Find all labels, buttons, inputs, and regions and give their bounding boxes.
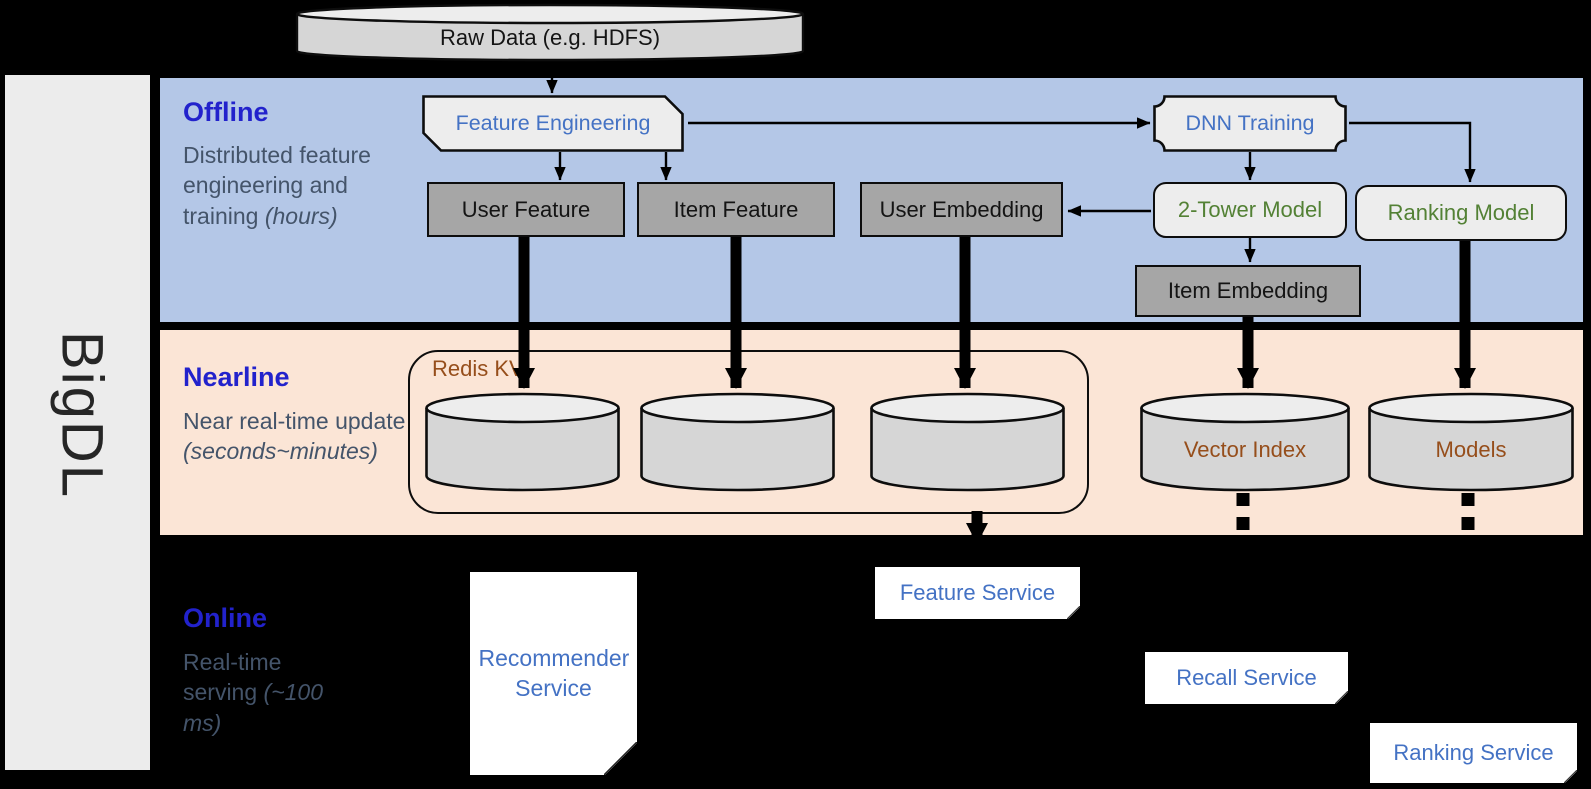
snip-corner-box-shape — [422, 95, 684, 152]
cylinder-icon — [1368, 392, 1574, 492]
online-desc-text: Real-time serving — [183, 649, 282, 706]
vector-index-store: Vector Index — [1140, 392, 1350, 492]
ranking-model-node: Ranking Model — [1355, 185, 1567, 241]
two-tower-model-label: 2-Tower Model — [1177, 197, 1323, 222]
nearline-desc-italic: (seconds~minutes) — [183, 438, 378, 465]
offline-desc-text: Distributed feature engineering and trai… — [183, 142, 371, 229]
vector-index-label: Vector Index — [1183, 437, 1307, 462]
raw-data-label: Raw Data (e.g. HDFS) — [439, 24, 661, 50]
item-embedding-label: Item Embedding — [1167, 278, 1329, 303]
nearline-title: Nearline — [183, 362, 290, 392]
redis-kv-container — [408, 350, 1089, 514]
redis-cylinder-2 — [640, 392, 835, 492]
folded-corner-icon — [604, 742, 637, 775]
user-feature-label: User Feature — [461, 196, 591, 222]
online-desc-italic: (~100 ms) — [183, 679, 324, 736]
nearline-desc-text: Near real-time update — [183, 408, 406, 434]
ranking-model-label: Ranking Model — [1387, 200, 1535, 225]
offline-title: Offline — [183, 97, 269, 127]
recommender-service-node: Recommender Service — [470, 572, 637, 775]
item-embedding-node: Item Embedding — [1135, 265, 1361, 317]
recall-service-label: Recall Service — [1176, 665, 1317, 690]
online-title: Online — [183, 603, 268, 633]
bigdl-sidebar: BigDL — [5, 75, 150, 770]
folded-corner-icon — [1335, 691, 1348, 704]
two-tower-model-node: 2-Tower Model — [1153, 182, 1347, 238]
feature-engineering-node: Feature Engineering — [422, 95, 684, 152]
user-feature-node: User Feature — [427, 182, 625, 237]
redis-kv-label: Redis KV — [432, 356, 524, 381]
folded-corner-icon — [1564, 770, 1577, 783]
redis-cylinder-1 — [425, 392, 620, 492]
plaque-box-shape — [1153, 95, 1347, 152]
dnn-training-label: DNN Training — [1185, 111, 1315, 135]
nearline-desc: Near real-time update (seconds~minutes) — [183, 406, 458, 467]
redis-cylinder-3 — [870, 392, 1065, 492]
raw-data-store: Raw Data (e.g. HDFS) — [295, 3, 805, 62]
online-desc: Real-time serving (~100 ms) — [183, 647, 358, 738]
cylinder-icon — [1140, 392, 1350, 492]
cylinder-icon — [425, 392, 620, 492]
user-embedding-node: User Embedding — [860, 182, 1063, 237]
models-store: Models — [1368, 392, 1574, 492]
recommender-service-label: Recommender Service — [478, 644, 630, 701]
ranking-service-label: Ranking Service — [1393, 740, 1554, 765]
feature-engineering-label: Feature Engineering — [455, 111, 651, 135]
folded-corner-icon — [1067, 606, 1080, 619]
dnn-training-node: DNN Training — [1153, 95, 1347, 152]
feature-service-label: Feature Service — [899, 580, 1056, 605]
recall-service-node: Recall Service — [1145, 652, 1348, 704]
cylinder-icon — [870, 392, 1065, 492]
item-feature-node: Item Feature — [637, 182, 835, 237]
offline-desc-italic: (hours) — [264, 202, 338, 229]
bigdl-brand-label: BigDL — [49, 331, 115, 499]
models-label: Models — [1435, 437, 1507, 462]
ranking-service-node: Ranking Service — [1370, 723, 1577, 783]
cylinder-icon — [640, 392, 835, 492]
feature-service-node: Feature Service — [875, 567, 1080, 619]
user-embedding-label: User Embedding — [879, 196, 1044, 222]
offline-desc: Distributed feature engineering and trai… — [183, 140, 381, 231]
cylinder-icon — [295, 3, 805, 62]
item-feature-label: Item Feature — [673, 196, 799, 222]
